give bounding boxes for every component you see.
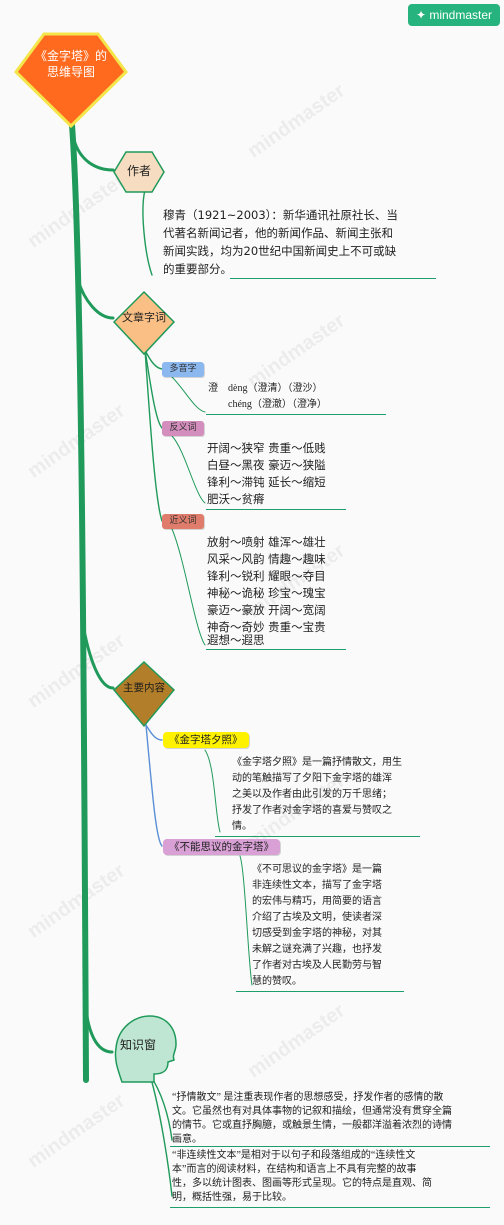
synonym-line: 风采～风韵 情趣～趣味 xyxy=(207,552,326,566)
item1-underline xyxy=(215,836,420,837)
author-underline xyxy=(230,278,436,279)
content-node-shape xyxy=(112,660,176,728)
vocab-node[interactable]: 文章字词 xyxy=(122,311,166,324)
item2-line: 慧的赞叹。 xyxy=(252,976,302,987)
item2-line: 介绍了古埃及文明，使读者深 xyxy=(252,912,382,923)
knowledge-line: “非连续性文本”是相对于以句子和段落组成的“连续性文 xyxy=(172,1150,416,1161)
knowledge-line: 的情节。它或直抒胸臆，或触景生情，一般都洋溢着浓烈的诗情 xyxy=(172,1120,452,1131)
antonym-line: 肥沃～贫瘠 xyxy=(207,492,265,506)
root-node-shape xyxy=(14,32,128,128)
mindmaster-logo: ✦ mindmaster xyxy=(408,4,500,26)
antonyms-underline xyxy=(206,509,346,510)
brand-icon: ✦ xyxy=(415,8,430,22)
synonym-line: 豪迈～豪放 开阔～宽阔 xyxy=(207,603,326,617)
synonym-line: 神奇～奇妙 贵重～宝贵 xyxy=(207,620,326,634)
antonyms-tag[interactable]: 反义词 xyxy=(162,421,204,436)
polyphone-line: 澄 dèng（澄清）（澄沙） xyxy=(208,383,323,394)
item2-line: 非连续性文本，描写了金字塔 xyxy=(252,880,382,891)
synonym-line: 神秘～诡秘 珍宝～瑰宝 xyxy=(207,586,326,600)
author-line: 的重要部分。 xyxy=(163,262,232,276)
item2-underline xyxy=(236,991,404,992)
synonym-line: 放射～喷射 雄浑～雄壮 xyxy=(207,535,326,549)
content-node[interactable]: 主要内容 xyxy=(123,682,165,694)
knowledge-node[interactable]: 知识窗 xyxy=(119,1038,156,1052)
knowledge-underline-1 xyxy=(170,1146,490,1147)
author-node[interactable]: 作者 xyxy=(126,164,151,178)
author-line: 代著名新闻记者，他的新闻作品、新闻主张和 xyxy=(163,226,393,240)
item1-line: 情。 xyxy=(232,821,252,832)
brand-label: mindmaster xyxy=(429,8,493,22)
item2-line: 切感受到金字塔的神秘，对其 xyxy=(252,928,382,939)
item1-line: 《金字塔夕照》是一篇抒情散文，用生 xyxy=(232,757,402,768)
knowledge-line: 文。它虽然也有对具体事物的记叙和描绘，但通常没有贯穿全篇 xyxy=(172,1106,452,1117)
item2-line: 的宏伟与精巧，用简要的语言 xyxy=(252,896,382,907)
author-node-shape xyxy=(113,151,165,193)
item1-line: 之美以及作者由此引发的万千思绪； xyxy=(232,789,392,800)
item1-line: 动的笔触描写了夕阳下金字塔的雄浑 xyxy=(232,773,392,784)
content-item1-tag[interactable]: 《金字塔夕照》 xyxy=(163,732,249,748)
polyphone-tag[interactable]: 多音字 xyxy=(162,362,204,377)
polyphone-underline xyxy=(206,414,386,415)
item2-line: 未解之谜充满了兴趣，也抒发 xyxy=(252,944,382,955)
root-node[interactable]: 《金字塔》的 思维导图 xyxy=(24,48,118,80)
antonym-line: 开阔～狭窄 贵重～低贱 xyxy=(207,441,326,455)
antonym-line: 锋利～滞钝 延长～缩短 xyxy=(207,475,326,489)
synonym-line: 锋利～锐利 耀眼～夺目 xyxy=(207,569,326,583)
knowledge-line: 本”而言的阅读材料，在结构和语言上不具有完整的故事 xyxy=(172,1164,417,1175)
knowledge-line: 明，概括性强，易于比较。 xyxy=(172,1192,292,1203)
root-title-line1: 《金字塔》的 xyxy=(34,49,107,63)
synonym-line: 遐想～遐思 xyxy=(207,633,265,647)
item2-line: 了作者对古埃及人民勤劳与智 xyxy=(252,960,382,971)
author-line: 穆青（1921~2003）：新华通讯社原社长、当 xyxy=(163,208,398,222)
item1-line: 抒发了作者对金字塔的喜爱与赞叹之 xyxy=(232,805,392,816)
knowledge-underline-2 xyxy=(170,1207,490,1208)
synonyms-underline xyxy=(206,649,346,650)
root-title-line2: 思维导图 xyxy=(46,65,95,79)
antonym-line: 白昼～黑夜 豪迈～狭隘 xyxy=(207,458,326,472)
synonyms-tag[interactable]: 近义词 xyxy=(162,514,204,529)
vocab-node-shape xyxy=(112,290,176,356)
knowledge-line: “抒情散文” 是注重表现作者的思想感受，抒发作者的感情的散 xyxy=(172,1092,444,1103)
knowledge-line: 性，多以统计图表、图画等形式呈现。它的特点是直观、简 xyxy=(172,1178,432,1189)
content-item2-tag[interactable]: 《不能思议的金字塔》 xyxy=(163,839,280,855)
head-icon xyxy=(114,1015,177,1083)
polyphone-line: chéng（澄澈）（澄净） xyxy=(208,399,327,410)
item2-line: 《不可思议的金字塔》是一篇 xyxy=(252,864,382,875)
knowledge-line: 画意。 xyxy=(172,1134,202,1145)
author-line: 新闻实践，均为20世纪中国新闻史上不可或缺 xyxy=(163,244,397,258)
